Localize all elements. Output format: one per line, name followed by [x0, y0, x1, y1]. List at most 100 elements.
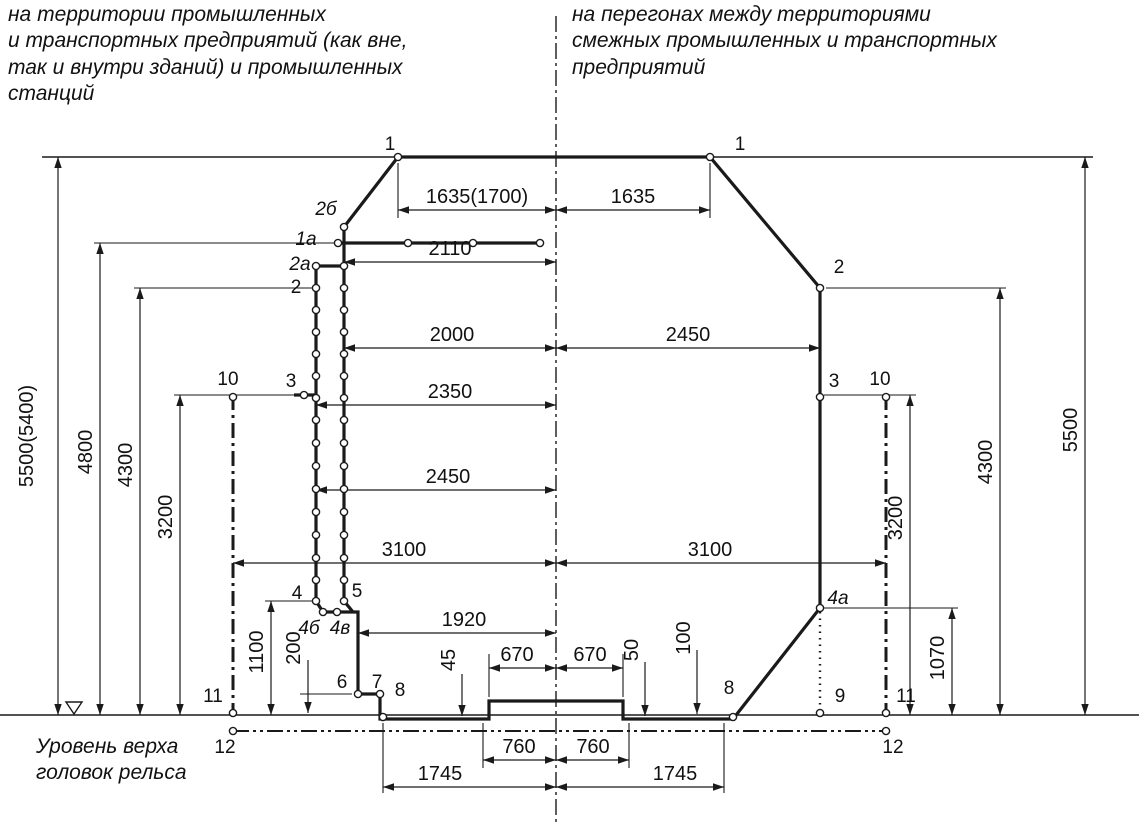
dim-label-5500-right: 5500: [1060, 408, 1082, 453]
point-marker-11-right: [881, 708, 891, 718]
point-marker-12-right: [881, 726, 891, 736]
point-marker-5: [339, 596, 349, 606]
caption-left-line: на территории промышленных: [8, 3, 326, 26]
point-marker: [311, 438, 321, 448]
dim-label-4800: 4800: [75, 430, 97, 475]
point-marker: [339, 349, 349, 359]
point-marker: [339, 553, 349, 563]
point-marker: [311, 553, 321, 563]
point-label-8-right: 8: [724, 678, 735, 699]
dim-label-760-left: 760: [502, 736, 535, 758]
point-marker: [339, 438, 349, 448]
point-label-6: 6: [337, 672, 348, 693]
dim-label-5500-5400: 5500(5400): [16, 385, 38, 487]
point-marker-12-left: [228, 726, 238, 736]
point-marker: [311, 484, 321, 494]
dimension-lines: [54, 157, 1089, 791]
point-label-8-left: 8: [395, 680, 406, 701]
dim-label-2450-right: 2450: [666, 324, 711, 346]
point-label-10-left: 10: [217, 369, 238, 390]
point-marker-10-right: [881, 392, 891, 402]
point-marker: [468, 238, 478, 248]
reference-lines: [0, 16, 1139, 824]
dim-label-1635: 1635: [611, 186, 656, 208]
point-marker-4: [311, 596, 321, 606]
point-marker: [339, 283, 349, 293]
point-label-11-right: 11: [896, 686, 916, 707]
point-marker: [311, 349, 321, 359]
caption-left: на территории промышленных и транспортны…: [8, 2, 407, 107]
point-marker-3-left: [299, 390, 309, 400]
dim-label-4300-left: 4300: [115, 443, 137, 488]
caption-right-line: предприятий: [572, 55, 706, 79]
point-marker-4v: [332, 607, 342, 617]
point-marker: [339, 371, 349, 381]
caption-right-line: смежных промышленных и транспортных: [572, 29, 997, 53]
point-marker-1a: [333, 238, 343, 248]
point-marker-6: [353, 689, 363, 699]
point-marker: [311, 371, 321, 381]
dim-label-3200-left: 3200: [155, 495, 177, 540]
point-marker-10-left: [228, 392, 238, 402]
extension-lines: [94, 163, 1006, 793]
point-label-11-left: 11: [203, 686, 223, 707]
point-marker: [339, 484, 349, 494]
point-label-4v: 4в: [330, 618, 351, 639]
point-markers: [228, 152, 891, 736]
point-label-5: 5: [352, 581, 363, 602]
caption-left-line: станций: [8, 81, 95, 105]
dim-label-3200-right: 3200: [885, 496, 907, 541]
point-marker: [311, 327, 321, 337]
caption-left-line: и транспортных предприятий (как вне,: [8, 29, 408, 53]
dim-label-45: 45: [438, 649, 460, 671]
dim-label-1635-1700: 1635(1700): [426, 186, 528, 208]
dim-label-1745-right: 1745: [653, 763, 698, 785]
point-label-3-left: 3: [286, 371, 297, 392]
point-label-4a: 4а: [827, 588, 848, 609]
dim-label-2110: 2110: [428, 238, 471, 260]
point-label-7: 7: [372, 672, 383, 693]
dim-label-3100-right: 3100: [688, 539, 733, 561]
point-marker-2a: [311, 261, 321, 271]
dim-label-2450-left: 2450: [426, 466, 471, 488]
point-label-1a: 1а: [295, 229, 316, 250]
point-marker-9: [815, 708, 825, 718]
dim-label-1745-left: 1745: [418, 763, 463, 785]
point-marker-11-left: [228, 708, 238, 718]
point-marker: [339, 305, 349, 315]
point-marker: [339, 261, 349, 271]
point-marker-2-right: [815, 283, 825, 293]
point-label-4: 4: [292, 583, 303, 604]
point-marker-2-left: [311, 283, 321, 293]
point-marker: [311, 393, 321, 403]
point-marker-4b: [318, 607, 328, 617]
gauge-main-outline: [314, 155, 822, 721]
rail-level-caption-line: Уровень верха: [36, 735, 179, 758]
point-marker: [339, 461, 349, 471]
point-marker-8-right: [728, 712, 738, 722]
dimension-labels: 1635(1700) 1635 2110 2000 2450 2 3 50 2450…: [16, 186, 1082, 785]
dim-label-50: 50: [621, 639, 643, 661]
dim-label-3100-left: 3100: [382, 539, 427, 561]
dim-label-200: 200: [283, 631, 305, 664]
caption-right: на перегонах между территориями смежных …: [572, 2, 997, 81]
point-marker: [339, 327, 349, 337]
point-label-12-left: 12: [214, 737, 235, 758]
point-label-2-right: 2: [834, 257, 845, 278]
point-label-3-right: 3: [829, 371, 840, 392]
rail-level-caption-line: головок рельса: [36, 761, 187, 785]
point-marker: [339, 415, 349, 425]
point-marker: [311, 415, 321, 425]
point-marker: [339, 393, 349, 403]
dim-label-760-right: 760: [576, 736, 609, 758]
point-label-4b: 4б: [298, 618, 321, 639]
point-marker: [311, 305, 321, 315]
point-marker-2b: [339, 222, 349, 232]
point-marker-1-right: [705, 152, 715, 162]
point-label-2-left: 2: [291, 277, 302, 298]
dim-label-2000: 2000: [430, 324, 475, 346]
dim-label-100: 100: [673, 621, 695, 654]
point-marker: [311, 575, 321, 585]
